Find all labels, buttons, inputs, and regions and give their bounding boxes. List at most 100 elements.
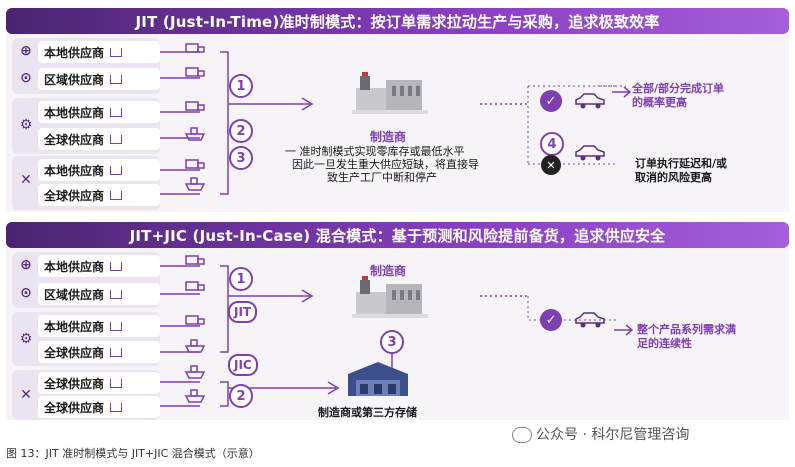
jit-banner: JIT (Just-In-Time)准时制模式：按订单需求拉动生产与采购，追求极…: [6, 8, 789, 34]
jic-step-badge-2: 2: [229, 384, 253, 408]
jic-supplier-box-3: [38, 315, 160, 337]
arrow-icon: [614, 324, 634, 336]
jit-supplier-label: 本地供应商: [44, 105, 105, 120]
car-icon: [575, 312, 605, 328]
x-mark-icon: ✕: [541, 155, 561, 175]
badge-label: JIT: [234, 305, 252, 319]
jic-supplier-2: 区域供应商: [44, 283, 184, 305]
step-badge-4: 4: [540, 132, 564, 156]
jit-supplier-box-4: [38, 128, 160, 150]
jit-transport-icons: [184, 43, 206, 191]
jic-step-badge-3: 3: [380, 330, 404, 354]
jic-step-badge-1: 1: [229, 267, 253, 291]
jic-supplier-label: 本地供应商: [44, 259, 105, 274]
jit-outcome-good-2: 的概率更高: [632, 96, 687, 109]
jit-supplier-box-1: [38, 41, 160, 63]
check-icon: ✓: [540, 309, 562, 331]
watermark-text: 公众号 · 科尔尼管理咨询: [536, 427, 690, 443]
badge-label: 1: [236, 78, 246, 94]
jic-supplier-label: 本地供应商: [44, 319, 105, 334]
jic-supplier-1: 本地供应商: [44, 255, 184, 277]
jic-supplier-label: 全球供应商: [44, 400, 105, 415]
jit-supplier-box-2: [38, 68, 160, 90]
badge-label: 2: [236, 388, 246, 404]
badge-label: JIC: [234, 358, 252, 372]
badge-label: 3: [387, 334, 397, 350]
factory-icon: [110, 261, 123, 271]
jic-supplier-box-6: [38, 396, 160, 418]
step-badge-1: 1: [229, 74, 253, 98]
jic-badge: JIC: [228, 354, 258, 376]
factory-illustration: [352, 72, 428, 114]
jit-supplier-label: 本地供应商: [44, 163, 105, 178]
factory-icon: [110, 347, 123, 357]
jit-badge: JIT: [228, 301, 258, 323]
jic-supplier-4: 全球供应商: [44, 341, 184, 363]
jic-outcome-good-2: 足的连续性: [637, 337, 692, 350]
watermark: 公众号 · 科尔尼管理咨询: [512, 424, 689, 444]
factory-icon: [110, 321, 123, 331]
factory-icon: [110, 289, 123, 299]
factory-icon: [110, 74, 123, 84]
gear-icon: ⚙: [19, 331, 33, 347]
jic-supplier-3: 本地供应商: [44, 315, 184, 337]
jit-supplier-label: 本地供应商: [44, 45, 105, 60]
step-badge-3: 3: [229, 146, 253, 170]
jic-banner-title: JIT+JIC (Just-In-Case) 混合模式：基于预测和风险提前备货，…: [129, 226, 666, 245]
jic-supplier-box-4: [38, 341, 160, 363]
jit-supplier-2: 区域供应商: [44, 68, 184, 90]
warehouse-label: 制造商或第三方存储: [318, 406, 417, 419]
steering-wheel-icon: ⊙: [20, 70, 32, 86]
tools-icon: ✕: [20, 387, 32, 403]
factory-illustration: [352, 276, 428, 318]
warehouse-illustration: [348, 362, 408, 396]
badge-label: 2: [236, 123, 246, 139]
jit-supplier-3: 本地供应商: [44, 101, 184, 123]
car-icon: [575, 145, 605, 161]
jit-supplier-label: 全球供应商: [44, 132, 105, 147]
jit-supplier-5: 本地供应商: [44, 159, 184, 181]
jic-supplier-6: 全球供应商: [44, 396, 184, 418]
factory-icon: [110, 165, 123, 175]
factory-icon: [110, 378, 123, 388]
jic-manufacturer-title: 制造商: [370, 264, 407, 278]
jic-supplier-label: 全球供应商: [44, 376, 105, 391]
step-badge-2: 2: [229, 119, 253, 143]
jic-supplier-box-2: [38, 283, 160, 305]
badge-label: 3: [236, 150, 246, 166]
jic-supplier-label: 区域供应商: [44, 287, 105, 302]
jic-transport-icons: [184, 255, 206, 403]
factory-icon: [110, 402, 123, 412]
jic-supplier-5: 全球供应商: [44, 372, 184, 394]
jic-supplier-box-1: [38, 255, 160, 277]
jit-supplier-label: 区域供应商: [44, 72, 105, 87]
jit-manufacturer-desc-2: 因此一旦发生重大供应短缺，将直接导: [292, 158, 479, 171]
badge-label: 1: [236, 271, 246, 287]
badge-label: 4: [547, 136, 557, 152]
jic-banner: JIT+JIC (Just-In-Case) 混合模式：基于预测和风险提前备货，…: [6, 222, 789, 248]
wechat-icon: [512, 427, 532, 443]
figure-caption: 图 13：JIT 准时制模式与 JIT+JIC 混合模式（示意）: [6, 447, 260, 460]
jic-outcome-good-1: 整个产品系列需求满: [637, 323, 736, 336]
factory-icon: [110, 47, 123, 57]
factory-icon: [110, 134, 123, 144]
factory-icon: [110, 190, 123, 200]
jit-supplier-4: 全球供应商: [44, 128, 184, 150]
jic-supplier-box-5: [38, 372, 160, 394]
jit-manufacturer-desc-3: 致生产工厂中断和停产: [327, 171, 437, 184]
globe-icon: ⊕: [20, 43, 32, 59]
factory-icon: [110, 107, 123, 117]
globe-icon: ⊕: [20, 257, 32, 273]
jic-supplier-label: 全球供应商: [44, 345, 105, 360]
jit-outcome-good-1: 全部/部分完成订单: [632, 82, 725, 95]
jit-supplier-box-5: [38, 159, 160, 181]
jit-banner-title: JIT (Just-In-Time)准时制模式：按订单需求拉动生产与采购，追求极…: [135, 12, 660, 31]
tools-icon: ✕: [20, 172, 32, 188]
jit-outcome-bad-1: 订单执行延迟和/或: [635, 157, 728, 170]
gear-icon: ⚙: [19, 117, 33, 133]
jit-outcome-bad-2: 取消的风险更高: [635, 171, 712, 184]
jit-manufacturer-desc-1: 一 准时制模式实现零库存或最低水平: [285, 145, 465, 158]
jit-manufacturer-title: 制造商: [370, 130, 407, 144]
jit-supplier-box-6: [38, 184, 160, 206]
jit-flow-lines: [160, 51, 626, 195]
